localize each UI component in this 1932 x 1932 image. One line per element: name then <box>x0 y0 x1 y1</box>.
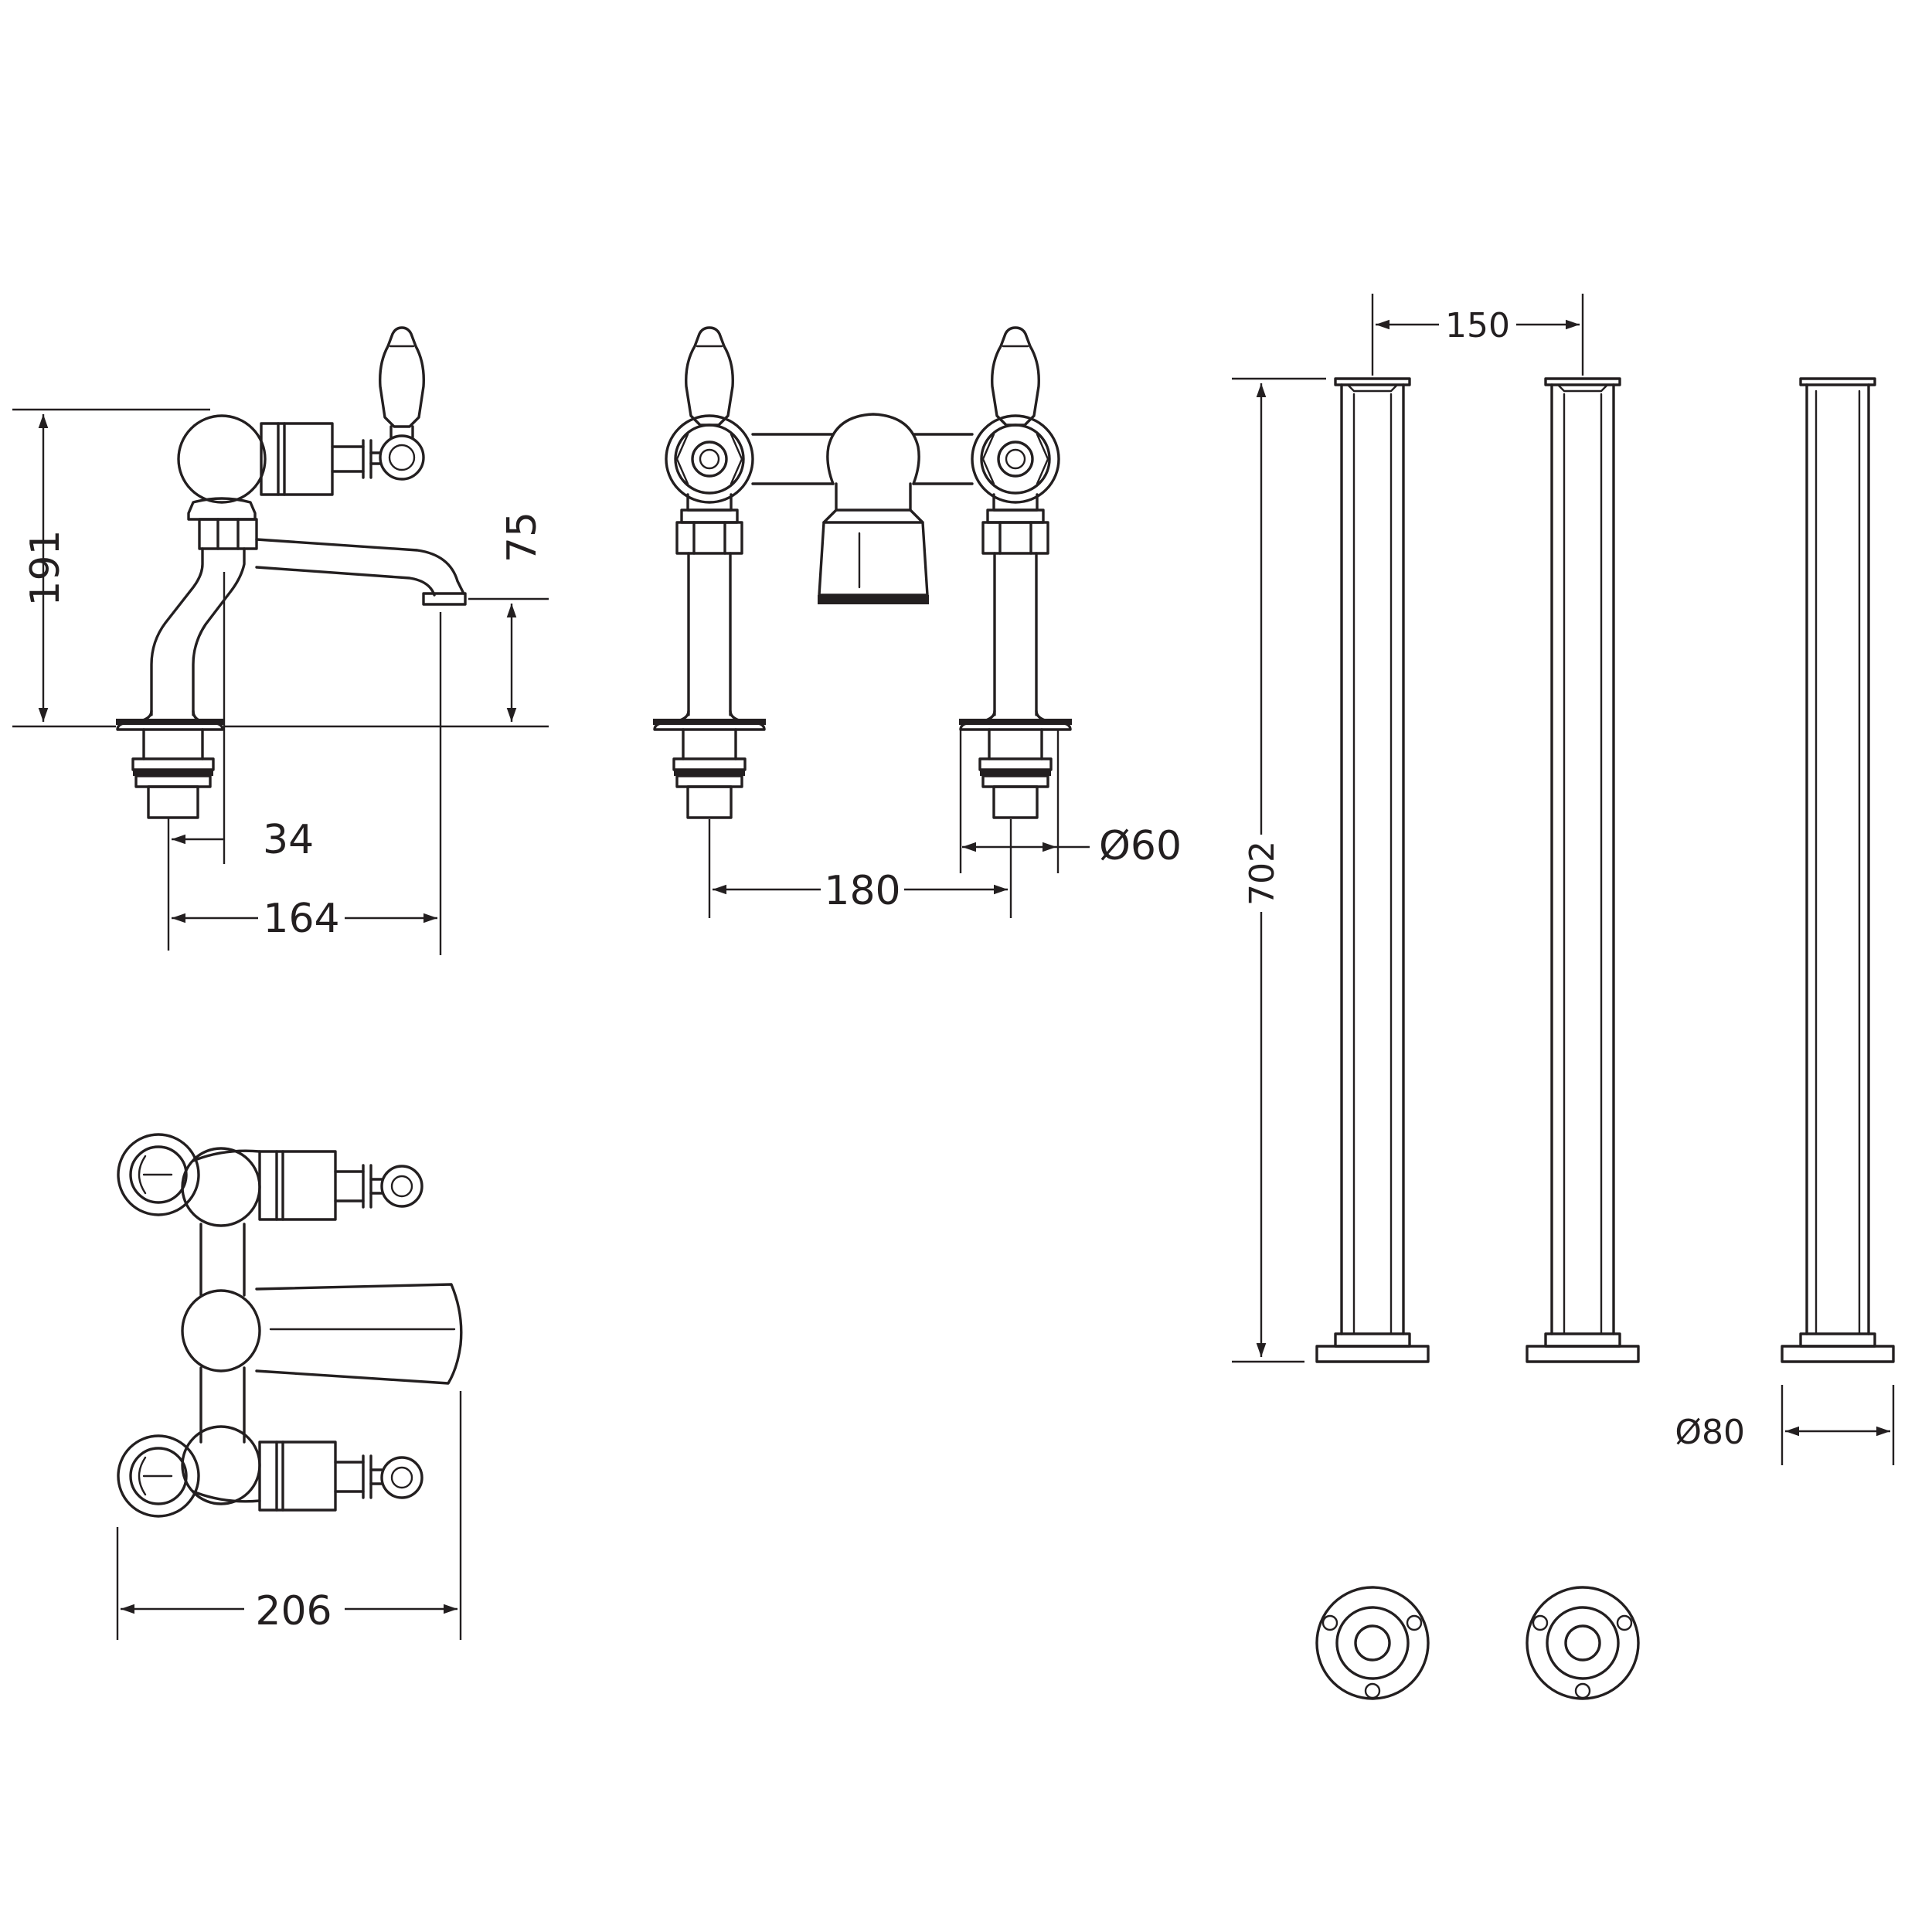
side-hex-nut <box>187 497 258 550</box>
dim-label-702: 702 <box>1243 841 1282 906</box>
flange-1 <box>1315 1586 1430 1700</box>
dim-label-180: 180 <box>824 868 900 914</box>
front-left-valve <box>653 326 766 819</box>
legs-view: 702 150 Ø80 <box>1232 294 1895 1465</box>
side-base-flange <box>116 709 224 731</box>
plan-lower-valve <box>117 1425 423 1518</box>
dim-label-d80: Ø80 <box>1675 1413 1745 1452</box>
side-lever-handle <box>379 326 425 481</box>
dim-label-164: 164 <box>263 896 339 942</box>
plan-upper-valve <box>117 1133 423 1227</box>
flange-2 <box>1526 1586 1640 1700</box>
side-valve-body <box>260 422 382 496</box>
leg-2 <box>1526 377 1640 1363</box>
front-bridge-spout <box>751 413 974 604</box>
side-spout <box>255 538 467 606</box>
floor-flanges <box>1315 1586 1640 1700</box>
dim-label-206: 206 <box>255 1588 332 1634</box>
leg-1 <box>1315 377 1430 1363</box>
side-riser-pipe <box>150 547 246 716</box>
front-right-valve <box>959 326 1072 819</box>
dim-label-d60: Ø60 <box>1099 823 1182 869</box>
dim-label-150: 150 <box>1445 306 1510 345</box>
leg-3 <box>1781 377 1895 1363</box>
side-tail-fixing <box>131 728 215 819</box>
dim-label-75: 75 <box>499 512 546 563</box>
plan-view: 206 <box>116 1133 463 1640</box>
plan-body-spout <box>181 1223 463 1444</box>
dim-label-191: 191 <box>22 529 69 606</box>
front-elevation-view: 180 Ø60 <box>653 326 1182 918</box>
dim-label-34: 34 <box>263 817 314 863</box>
side-elevation-view: 191 75 34 164 <box>12 326 549 955</box>
